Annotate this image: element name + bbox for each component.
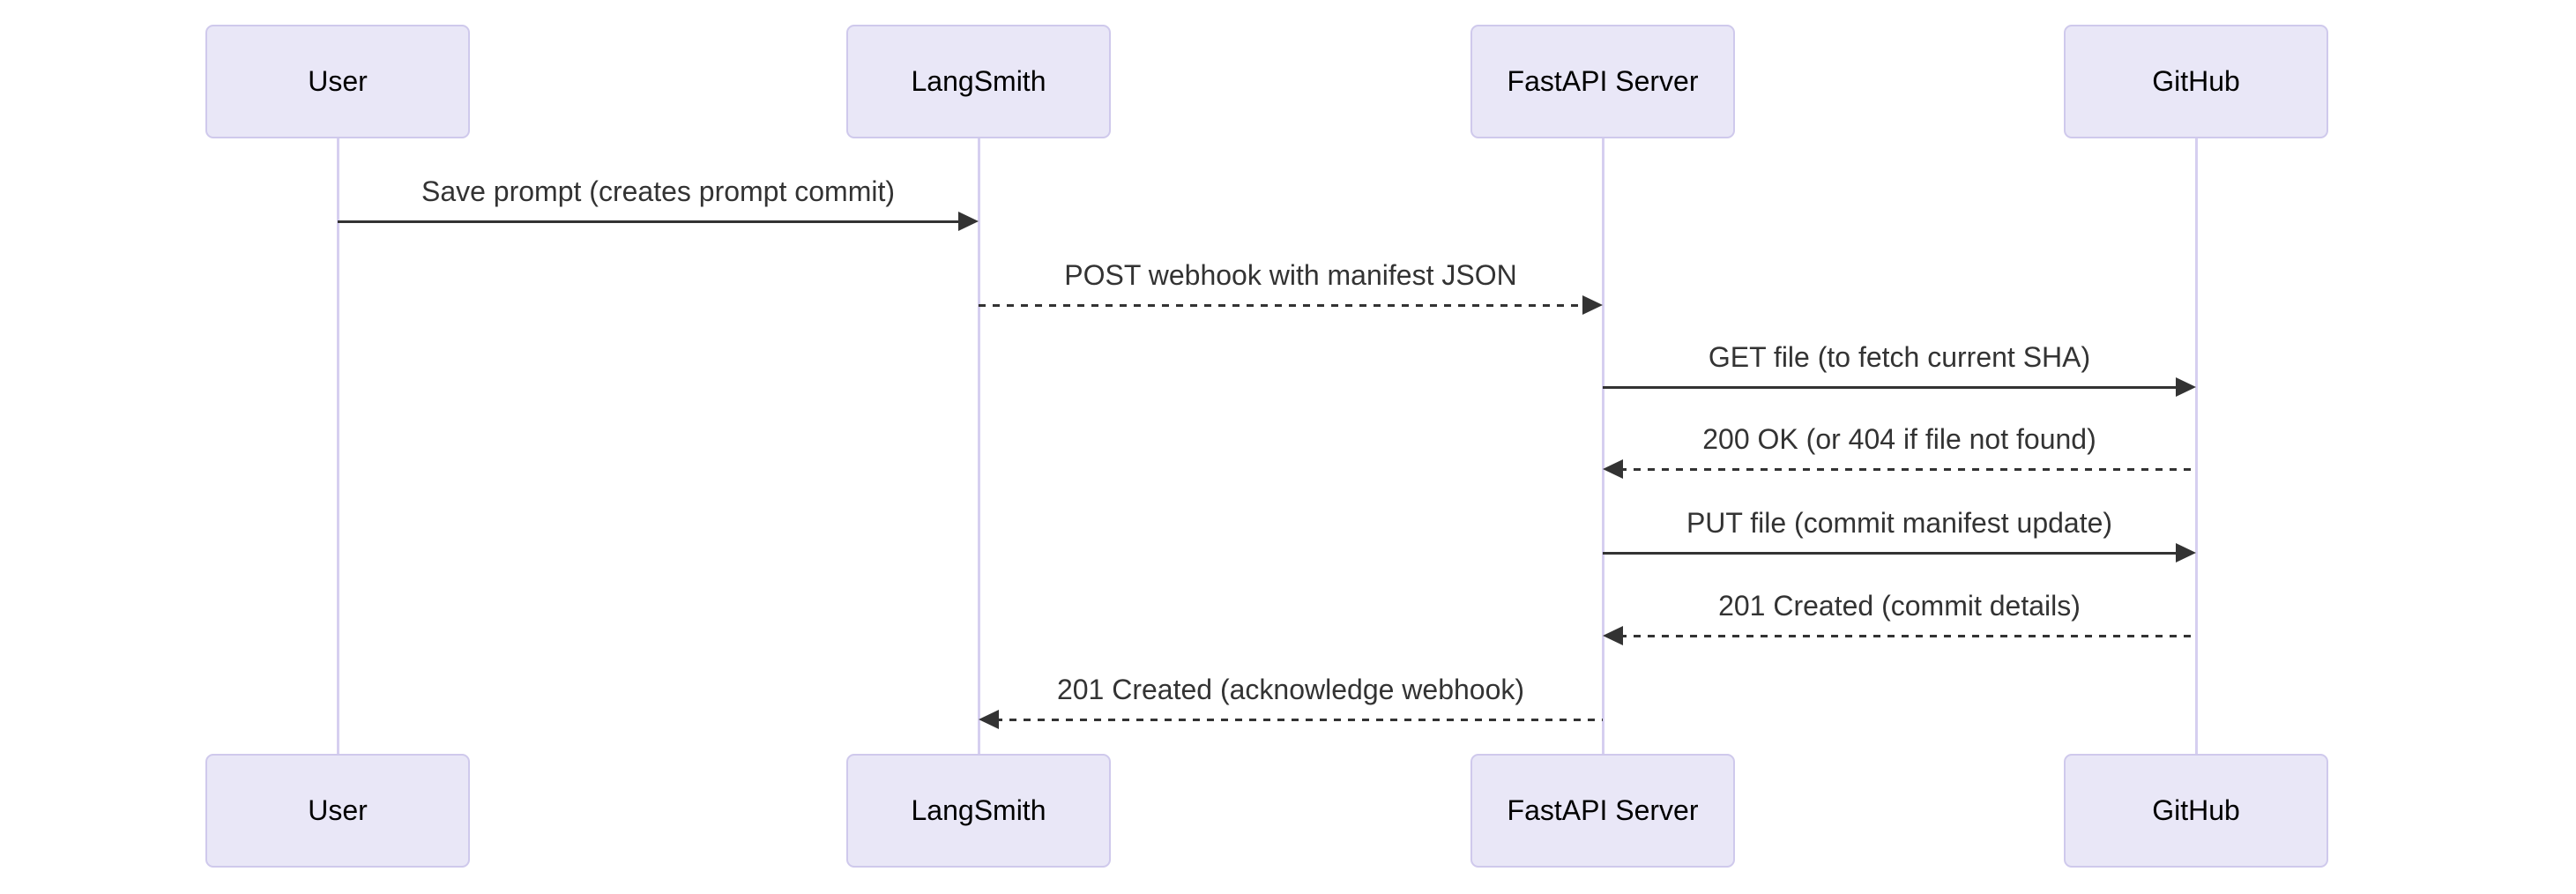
actor-box-bottom-fastapi: FastAPI Server <box>1470 754 1735 868</box>
message-line <box>1619 468 2196 471</box>
message-label: 201 Created (acknowledge webhook) <box>1056 674 1525 705</box>
actor-box-top-langsmith: LangSmith <box>846 25 1111 138</box>
actor-box-bottom-langsmith: LangSmith <box>846 754 1111 868</box>
lifeline-github <box>2194 138 2198 754</box>
actor-label: User <box>308 794 368 827</box>
actor-box-top-github: GitHub <box>2064 25 2328 138</box>
actor-label: GitHub <box>2152 794 2240 827</box>
message-line <box>995 719 1603 721</box>
lifeline-fastapi <box>1601 138 1604 754</box>
message-line <box>338 220 962 223</box>
message-label: PUT file (commit manifest update) <box>1686 507 2113 539</box>
actor-box-bottom-github: GitHub <box>2064 754 2328 868</box>
lifeline-langsmith <box>977 138 980 754</box>
message-label: 201 Created (commit details) <box>1718 590 2081 622</box>
arrowhead-left-icon <box>1603 459 1623 479</box>
arrowhead-right-icon <box>2176 377 2196 397</box>
actor-box-top-user: User <box>205 25 470 138</box>
message-label: POST webhook with manifest JSON <box>1064 259 1517 291</box>
actor-label: FastAPI Server <box>1507 65 1699 98</box>
message-line <box>979 304 1586 307</box>
actor-box-top-fastapi: FastAPI Server <box>1470 25 1735 138</box>
message-label: GET file (to fetch current SHA) <box>1708 341 2091 373</box>
message-line <box>1603 552 2179 555</box>
actor-label: LangSmith <box>911 794 1046 827</box>
actor-label: LangSmith <box>911 65 1046 98</box>
message-line <box>1619 635 2196 637</box>
arrowhead-right-icon <box>1582 295 1603 315</box>
message-label: 200 OK (or 404 if file not found) <box>1702 423 2096 455</box>
arrowhead-left-icon <box>979 710 999 729</box>
arrowhead-right-icon <box>2176 543 2196 562</box>
actor-label: FastAPI Server <box>1507 794 1699 827</box>
actor-label: GitHub <box>2152 65 2240 98</box>
lifeline-user <box>336 138 339 754</box>
message-line <box>1603 386 2179 389</box>
arrowhead-left-icon <box>1603 626 1623 645</box>
actor-label: User <box>308 65 368 98</box>
message-label: Save prompt (creates prompt commit) <box>421 175 896 207</box>
actor-box-bottom-user: User <box>205 754 470 868</box>
arrowhead-right-icon <box>958 212 979 231</box>
